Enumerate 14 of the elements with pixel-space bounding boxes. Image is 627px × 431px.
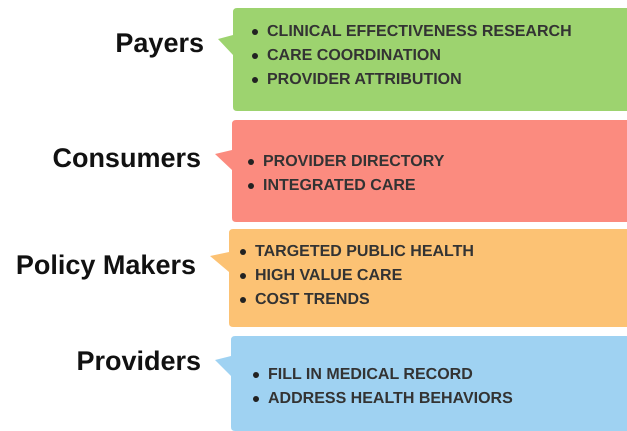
bullet-item: COST TRENDS: [255, 290, 370, 310]
stakeholder-label: Policy Makers: [16, 250, 196, 280]
bullet-item: INTEGRATED CARE: [263, 176, 416, 196]
bullet-item: CARE COORDINATION: [267, 46, 441, 66]
bullet-item: PROVIDER ATTRIBUTION: [267, 70, 462, 90]
bullet-item: CLINICAL EFFECTIVENESS RESEARCH: [267, 22, 572, 42]
stakeholder-label: Providers: [76, 346, 201, 376]
bullet-item: ADDRESS HEALTH BEHAVIORS: [268, 389, 513, 409]
bullet-item: TARGETED PUBLIC HEALTH: [255, 242, 474, 262]
stakeholder-label: Consumers: [52, 143, 201, 173]
bullet-item: PROVIDER DIRECTORY: [263, 152, 444, 172]
bullet-item: FILL IN MEDICAL RECORD: [268, 365, 473, 385]
stakeholder-label: Payers: [115, 28, 204, 58]
bullet-item: HIGH VALUE CARE: [255, 266, 402, 286]
